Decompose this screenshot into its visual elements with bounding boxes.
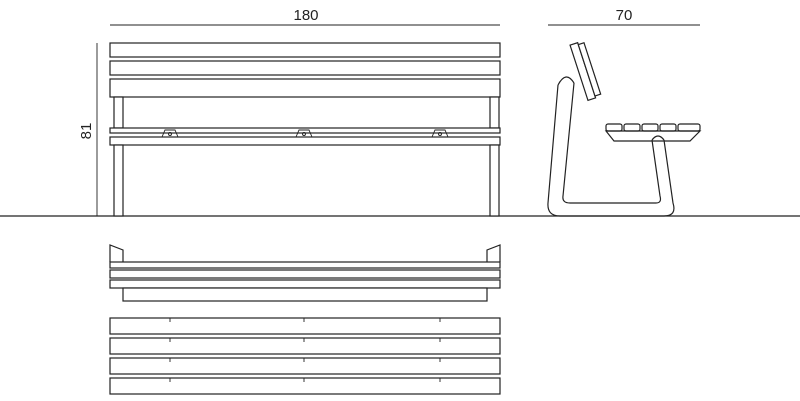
plan-back-frame bbox=[122, 287, 488, 302]
plan-seat-slat bbox=[109, 357, 501, 375]
front-elevation bbox=[109, 42, 501, 217]
side-seat bbox=[604, 123, 702, 142]
length-dimension: 180 bbox=[110, 7, 500, 26]
seat-bracket bbox=[295, 129, 313, 138]
seat-bracket bbox=[431, 129, 449, 138]
plan-seat-slat bbox=[109, 317, 501, 335]
seat-front-rail bbox=[109, 127, 501, 134]
backrest-slat bbox=[109, 42, 501, 58]
plan-slat bbox=[109, 261, 501, 269]
plan-slat bbox=[109, 269, 501, 279]
depth-dimension: 70 bbox=[548, 7, 700, 26]
length-dimension-label: 180 bbox=[293, 7, 318, 24]
seat-bracket bbox=[161, 129, 179, 138]
height-dimension-label: 81 bbox=[78, 123, 95, 140]
side-frame-tube bbox=[547, 84, 675, 217]
seat-apron bbox=[109, 136, 501, 146]
bench-leg bbox=[113, 144, 124, 217]
side-backrest bbox=[569, 41, 602, 102]
plan-bracket-ticks bbox=[169, 318, 441, 382]
frame-post bbox=[113, 96, 124, 129]
plan-seat-slat bbox=[109, 377, 501, 395]
bench-leg bbox=[489, 144, 500, 217]
plan-slat bbox=[109, 279, 501, 289]
side-elevation bbox=[547, 41, 702, 217]
plan-view bbox=[109, 244, 501, 395]
backrest-slat bbox=[109, 60, 501, 76]
frame-post bbox=[489, 96, 500, 129]
backrest-slat bbox=[109, 78, 501, 98]
height-dimension: 81 bbox=[78, 43, 98, 216]
depth-dimension-label: 70 bbox=[616, 7, 633, 24]
plan-seat-slat bbox=[109, 337, 501, 355]
